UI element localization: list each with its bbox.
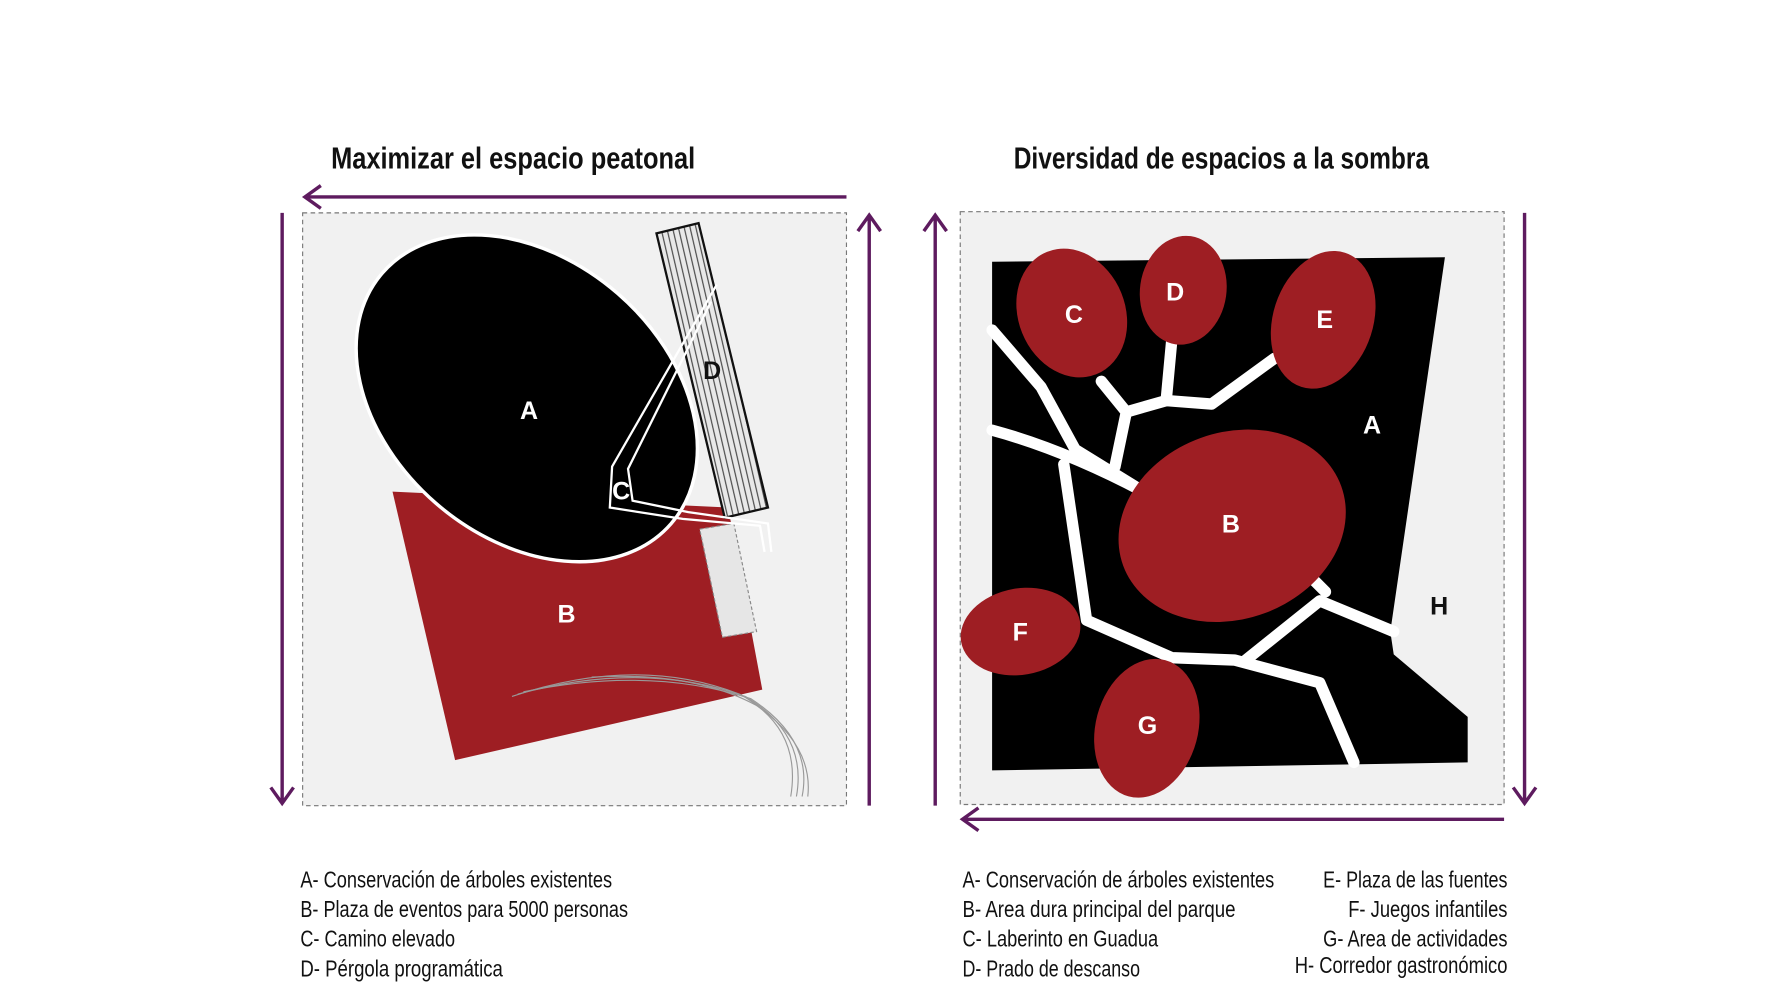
zone-b-hardscape <box>1118 429 1346 622</box>
legend-item: B- Plaza de eventos para 5000 personas <box>300 896 628 922</box>
arrow-up-icon <box>856 212 882 806</box>
walkway-strip <box>699 522 758 638</box>
zone-c-elevated-path <box>608 283 773 553</box>
zone-c-labyrinth <box>1016 248 1128 378</box>
arrow-down-icon <box>1511 212 1538 807</box>
legend-item: C- Laberinto en Guadua <box>963 926 1159 952</box>
legend-item: F- Juegos infantiles <box>1348 896 1507 922</box>
left-title: Maximizar el espacio peatonal <box>331 141 695 176</box>
label-h: H <box>1430 592 1448 620</box>
left-diagram: Maximizar el espacio peatonal A B C D A-… <box>269 141 882 982</box>
right-arrows <box>922 212 1538 833</box>
label-c: C <box>1065 301 1083 329</box>
right-diagram: Diversidad de espacios a la sombra C <box>922 141 1538 982</box>
label-g: G <box>1138 712 1157 740</box>
zone-d-pergola <box>655 221 770 520</box>
legend-item: D- Pérgola programática <box>300 955 503 981</box>
zone-e-fountains <box>1270 250 1376 389</box>
zone-b-plaza <box>392 491 763 761</box>
right-legend: A- Conservación de árboles existentes B-… <box>963 867 1508 982</box>
zones <box>960 235 1376 798</box>
legend-item: C- Camino elevado <box>300 926 455 952</box>
legend-item: H- Corredor gastronómico <box>1295 952 1508 978</box>
arrow-up-icon <box>922 212 948 806</box>
zone-g-activities <box>1094 658 1200 798</box>
legend-item: E- Plaza de las fuentes <box>1323 867 1507 893</box>
zone-f-playground <box>960 587 1081 676</box>
right-title: Diversidad de espacios a la sombra <box>1014 141 1430 176</box>
arrow-left-icon <box>301 184 847 210</box>
label-b: B <box>557 600 575 628</box>
legend-item: B- Area dura principal del parque <box>963 896 1236 922</box>
label-a: A <box>520 397 538 425</box>
zone-d-meadow <box>1139 235 1227 345</box>
paths <box>986 324 1400 769</box>
legend-item: G- Area de actividades <box>1323 926 1507 952</box>
legend-item: D- Prado de descanso <box>963 955 1140 981</box>
label-b: B <box>1222 511 1240 539</box>
label-e: E <box>1316 306 1333 334</box>
gray-curves <box>511 674 809 797</box>
arrow-down-icon <box>269 212 295 807</box>
label-c: C <box>612 478 630 506</box>
label-f: F <box>1013 619 1028 647</box>
legend-item: A- Conservación de árboles existentes <box>963 867 1275 893</box>
legend-item: A- Conservación de árboles existentes <box>300 867 612 893</box>
label-d: D <box>703 357 721 385</box>
label-a: A <box>1363 412 1381 440</box>
left-arrows <box>269 184 882 807</box>
left-legend: A- Conservación de árboles existentes B-… <box>300 867 628 982</box>
arrow-left-icon <box>959 806 1505 833</box>
label-d: D <box>1166 278 1184 306</box>
